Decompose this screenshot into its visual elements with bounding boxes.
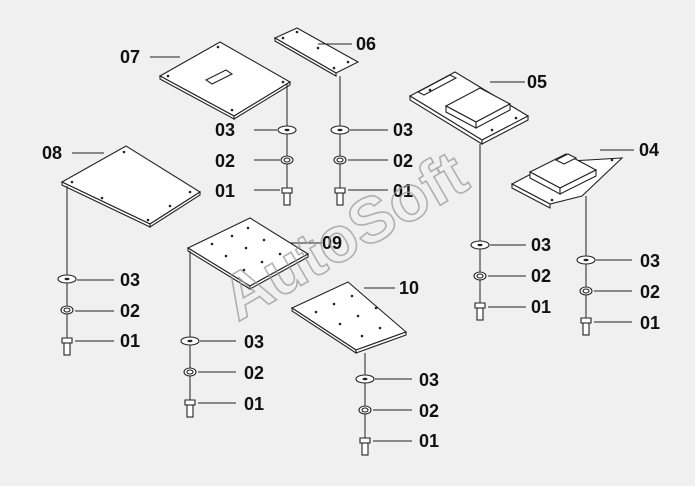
label-07: 07	[120, 47, 140, 67]
label-07-washer: 03	[215, 120, 235, 140]
label-05: 05	[527, 72, 547, 92]
label-06-spring-washer: 02	[393, 151, 413, 171]
label-10: 10	[399, 278, 419, 298]
fastener-stack-06	[330, 76, 388, 206]
label-07-spring-washer: 02	[215, 151, 235, 171]
label-07-bolt: 01	[215, 181, 235, 201]
fastener-stack-07	[254, 84, 297, 206]
label-10-spring-washer: 02	[419, 401, 439, 421]
fastener-stack-09	[180, 251, 236, 418]
label-10-bolt: 01	[419, 431, 439, 451]
label-05-washer: 03	[531, 235, 551, 255]
label-04-washer: 03	[640, 251, 660, 271]
label-04-bolt: 01	[640, 313, 660, 333]
fastener-stack-10	[355, 353, 412, 456]
part-07-slot	[204, 69, 234, 85]
label-05-bolt: 01	[531, 297, 551, 317]
part-07-plate	[158, 41, 292, 120]
label-08-bolt: 01	[120, 331, 140, 351]
label-06: 06	[356, 34, 376, 54]
part-10-plate	[290, 281, 408, 355]
label-10-washer: 03	[419, 370, 439, 390]
label-09-bolt: 01	[244, 394, 264, 414]
label-08: 08	[42, 143, 62, 163]
label-09-spring-washer: 02	[244, 363, 264, 383]
label-04: 04	[639, 140, 659, 160]
part-06-plate	[273, 27, 360, 77]
part-05-bracket	[408, 71, 530, 145]
part-08-plate	[60, 145, 202, 229]
label-08-spring-washer: 02	[120, 301, 140, 321]
label-09: 09	[322, 233, 342, 253]
label-08-washer: 03	[120, 270, 140, 290]
part-09-plate	[186, 217, 310, 290]
fastener-stack-05	[470, 144, 526, 321]
label-05-spring-washer: 02	[531, 266, 551, 286]
label-06-washer: 03	[393, 120, 413, 140]
part-04-bracket	[510, 153, 624, 209]
label-09-washer: 03	[244, 332, 264, 352]
fastener-stack-08	[57, 186, 114, 356]
fastener-stack-04	[576, 196, 632, 336]
label-04-spring-washer: 02	[640, 282, 660, 302]
label-06-bolt: 01	[393, 181, 413, 201]
